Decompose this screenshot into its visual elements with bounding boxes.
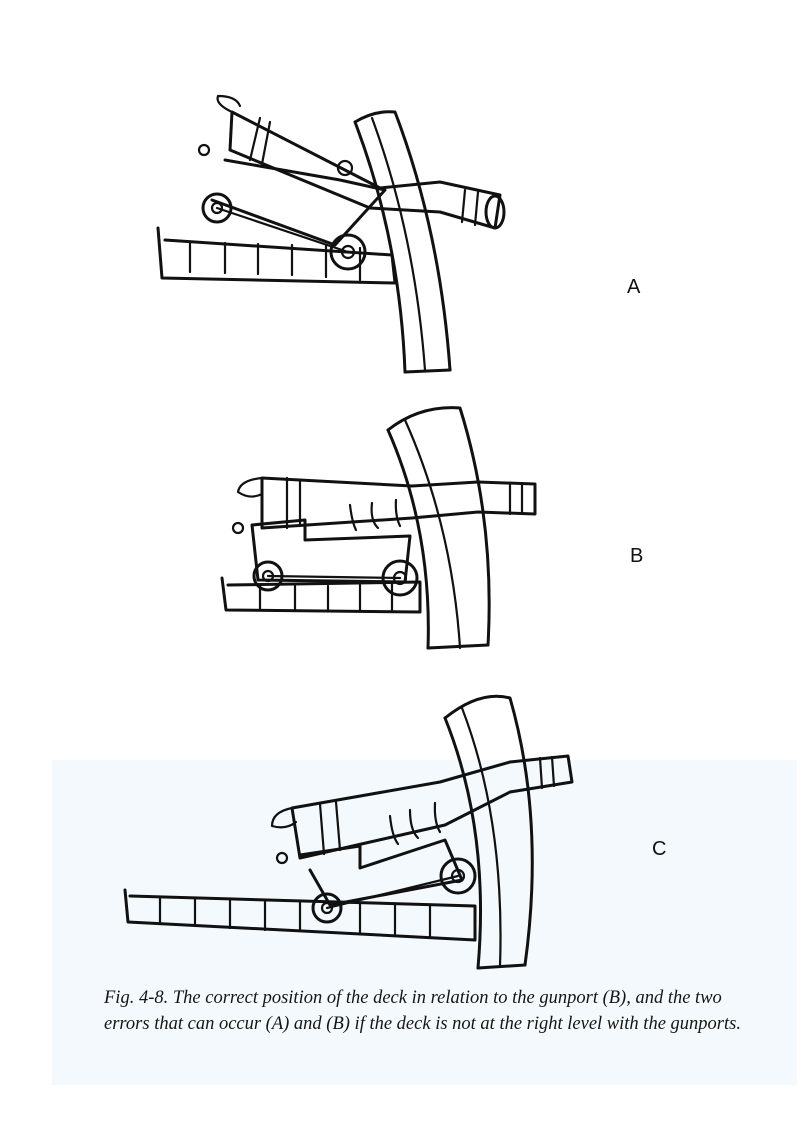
panel-b-hull-inner [386, 428, 430, 650]
figure-caption: Fig. 4-8. The correct position of the de… [104, 985, 744, 1037]
panel-b-hull-outer [386, 406, 491, 647]
panel-c-hull-inner [443, 716, 482, 970]
panel-c-rear-wheel [311, 892, 343, 924]
panel-c-deck [123, 888, 477, 942]
panel-b-deck [220, 576, 422, 614]
figure-number: Fig. 4-8. [104, 988, 169, 1008]
panel-a-hull-outer [353, 110, 452, 372]
panel-b-cannon [260, 476, 537, 530]
background-tint [52, 760, 797, 1085]
caption-text: The correct position of the deck in rela… [104, 988, 741, 1034]
panel-b-drawing [220, 406, 537, 650]
panel-c-front-wheel [439, 857, 477, 895]
panel-a-deck [156, 226, 397, 285]
panel-a-drawing [156, 94, 506, 374]
panel-b-carriage [250, 518, 412, 584]
panel-c-hull-outer [443, 694, 534, 967]
panel-c-drawing [123, 694, 574, 970]
panel-label-b: B [630, 545, 644, 567]
panel-label-a: A [627, 276, 641, 298]
panel-a-front-wheel [329, 233, 367, 271]
panel-a-rear-wheel [201, 192, 233, 224]
panel-label-c: C [652, 838, 667, 860]
panel-a-hull-inner [353, 120, 407, 374]
panel-a-carriage [210, 158, 387, 247]
